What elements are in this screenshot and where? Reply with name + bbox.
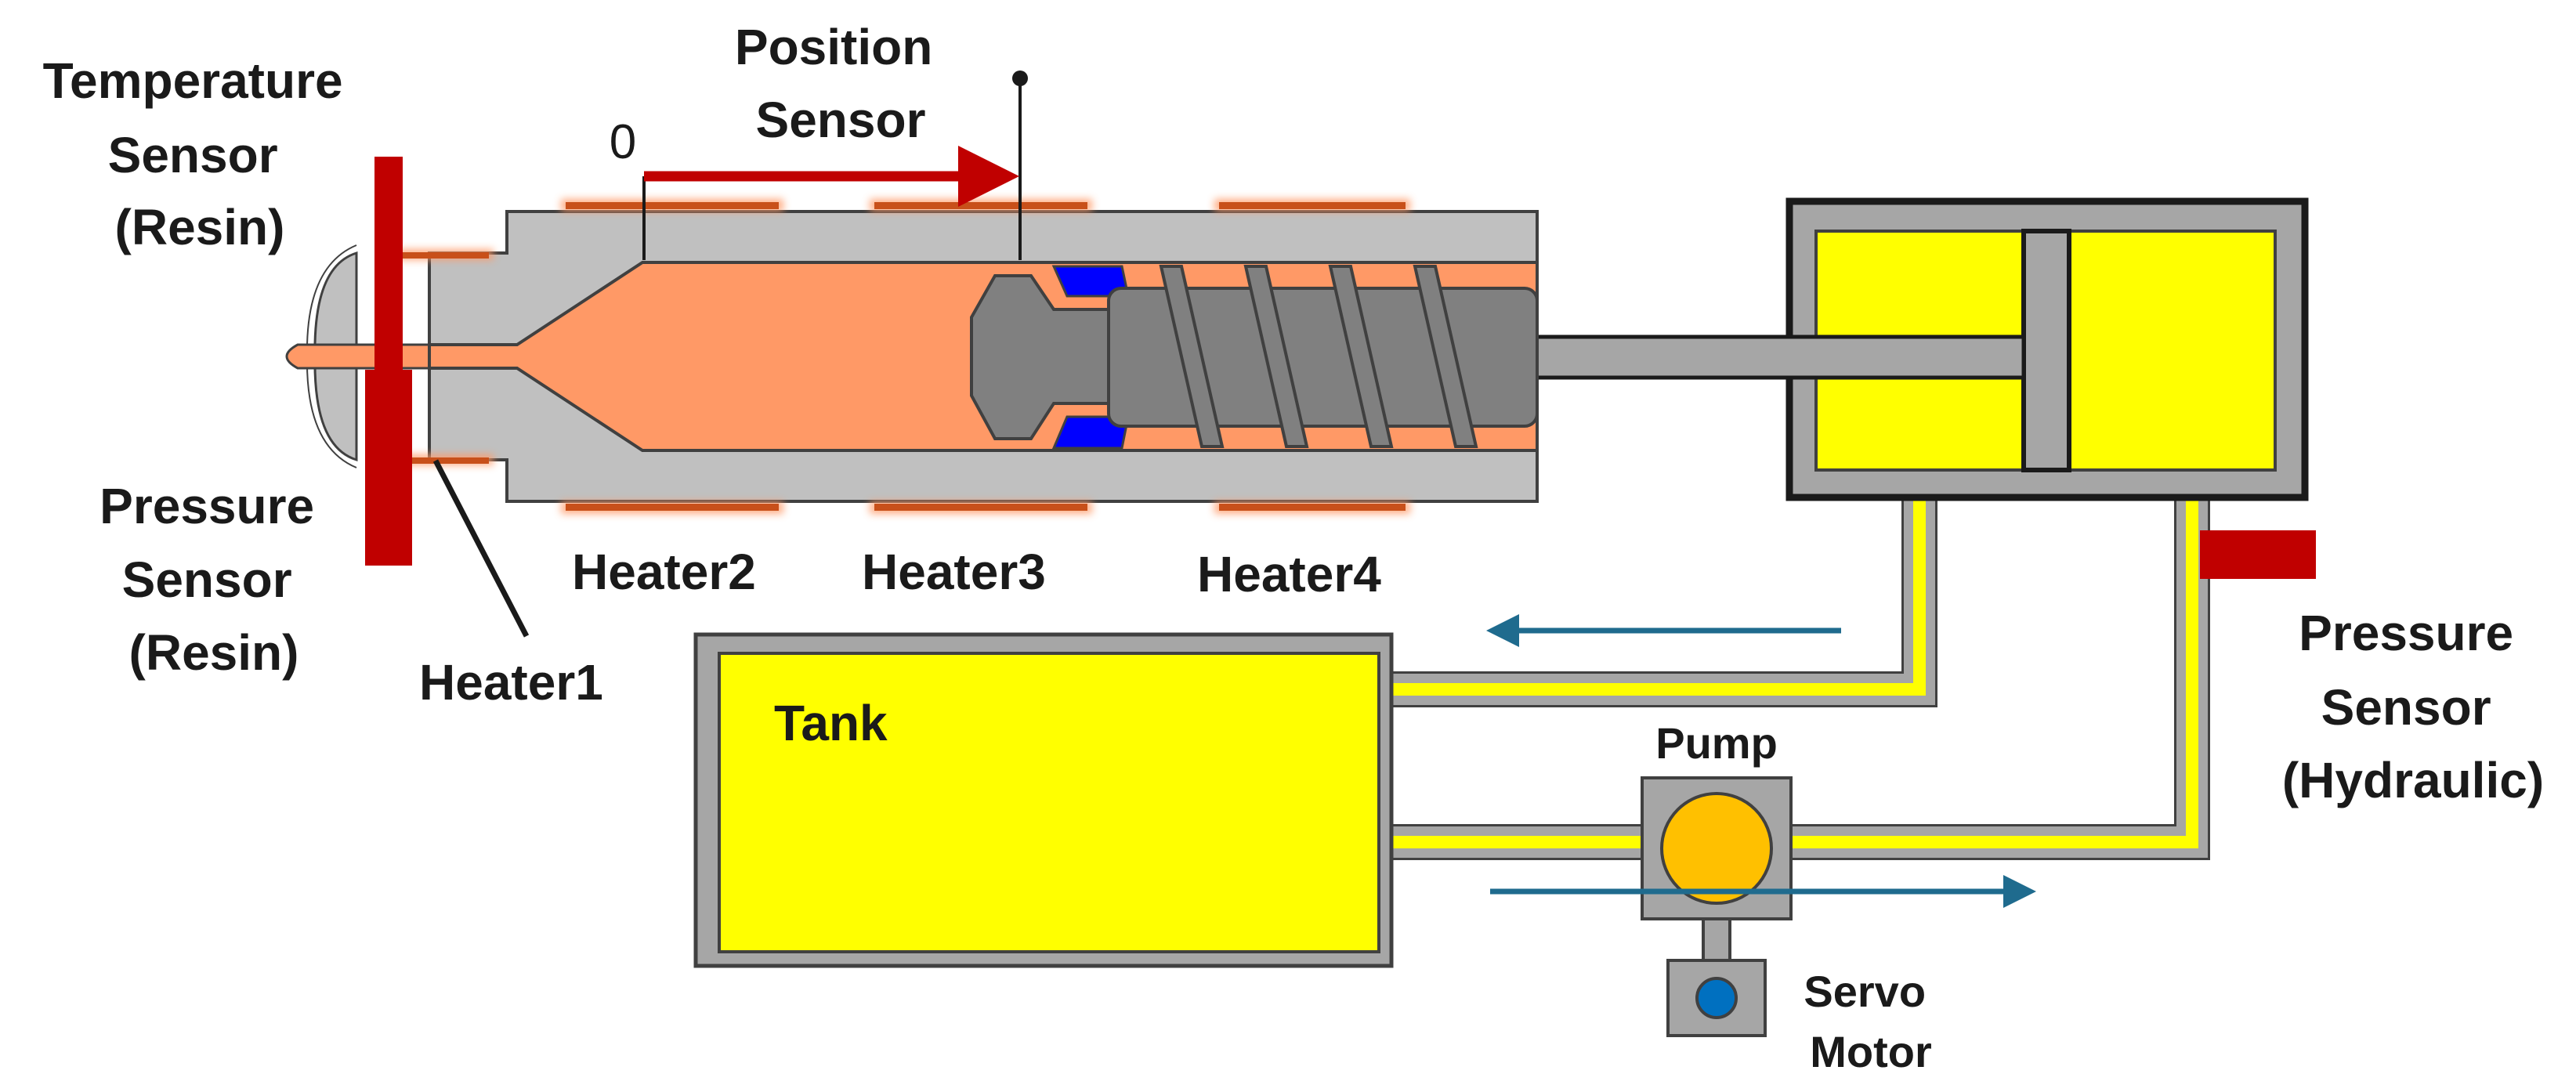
tank xyxy=(693,632,1394,968)
return-pipe xyxy=(1379,474,1937,707)
tank-label: Tank xyxy=(774,695,888,751)
resin-pressure-sensor xyxy=(365,370,412,566)
heater3-label: Heater3 xyxy=(862,544,1046,600)
hydraulic-pressure-sensor xyxy=(2200,530,2316,579)
heater2-band-top xyxy=(566,202,779,209)
heater1-label: Heater1 xyxy=(419,654,603,711)
heater4-band-top xyxy=(1219,202,1406,209)
position-sensor xyxy=(1012,71,1028,260)
heater1-band-bottom xyxy=(403,457,489,464)
heater4-label: Heater4 xyxy=(1197,546,1381,602)
servo-motor xyxy=(1666,917,1767,1037)
heater2-band-bottom xyxy=(566,504,779,511)
heater2-label: Heater2 xyxy=(572,544,756,600)
heater1-leader-line xyxy=(432,459,530,638)
heater3-band-top xyxy=(874,202,1087,209)
hydraulic-pressure-sensor-label: Pressure Sensor (Hydraulic) xyxy=(2282,605,2544,808)
heater3-band-bottom xyxy=(874,504,1087,511)
pump-label: Pump xyxy=(1655,718,1778,768)
resin-pressure-sensor-label: Pressure Sensor (Resin) xyxy=(99,478,328,681)
zero-position-label: 0 xyxy=(610,115,636,169)
pump xyxy=(1641,776,1793,920)
heater4-band-bottom xyxy=(1219,504,1406,511)
screw xyxy=(970,265,1539,450)
servo-motor-label: Servo Motor xyxy=(1804,967,1937,1076)
temperature-sensor-label: Temperature Sensor (Resin) xyxy=(43,52,357,255)
heater1-band-top xyxy=(403,252,489,259)
resin-temperature-sensor xyxy=(374,157,403,372)
position-sensor-label: Position Sensor xyxy=(735,19,946,148)
cylinder-piston xyxy=(2021,229,2071,472)
piston-rod xyxy=(1529,334,2026,380)
heater-bands xyxy=(398,199,1410,514)
